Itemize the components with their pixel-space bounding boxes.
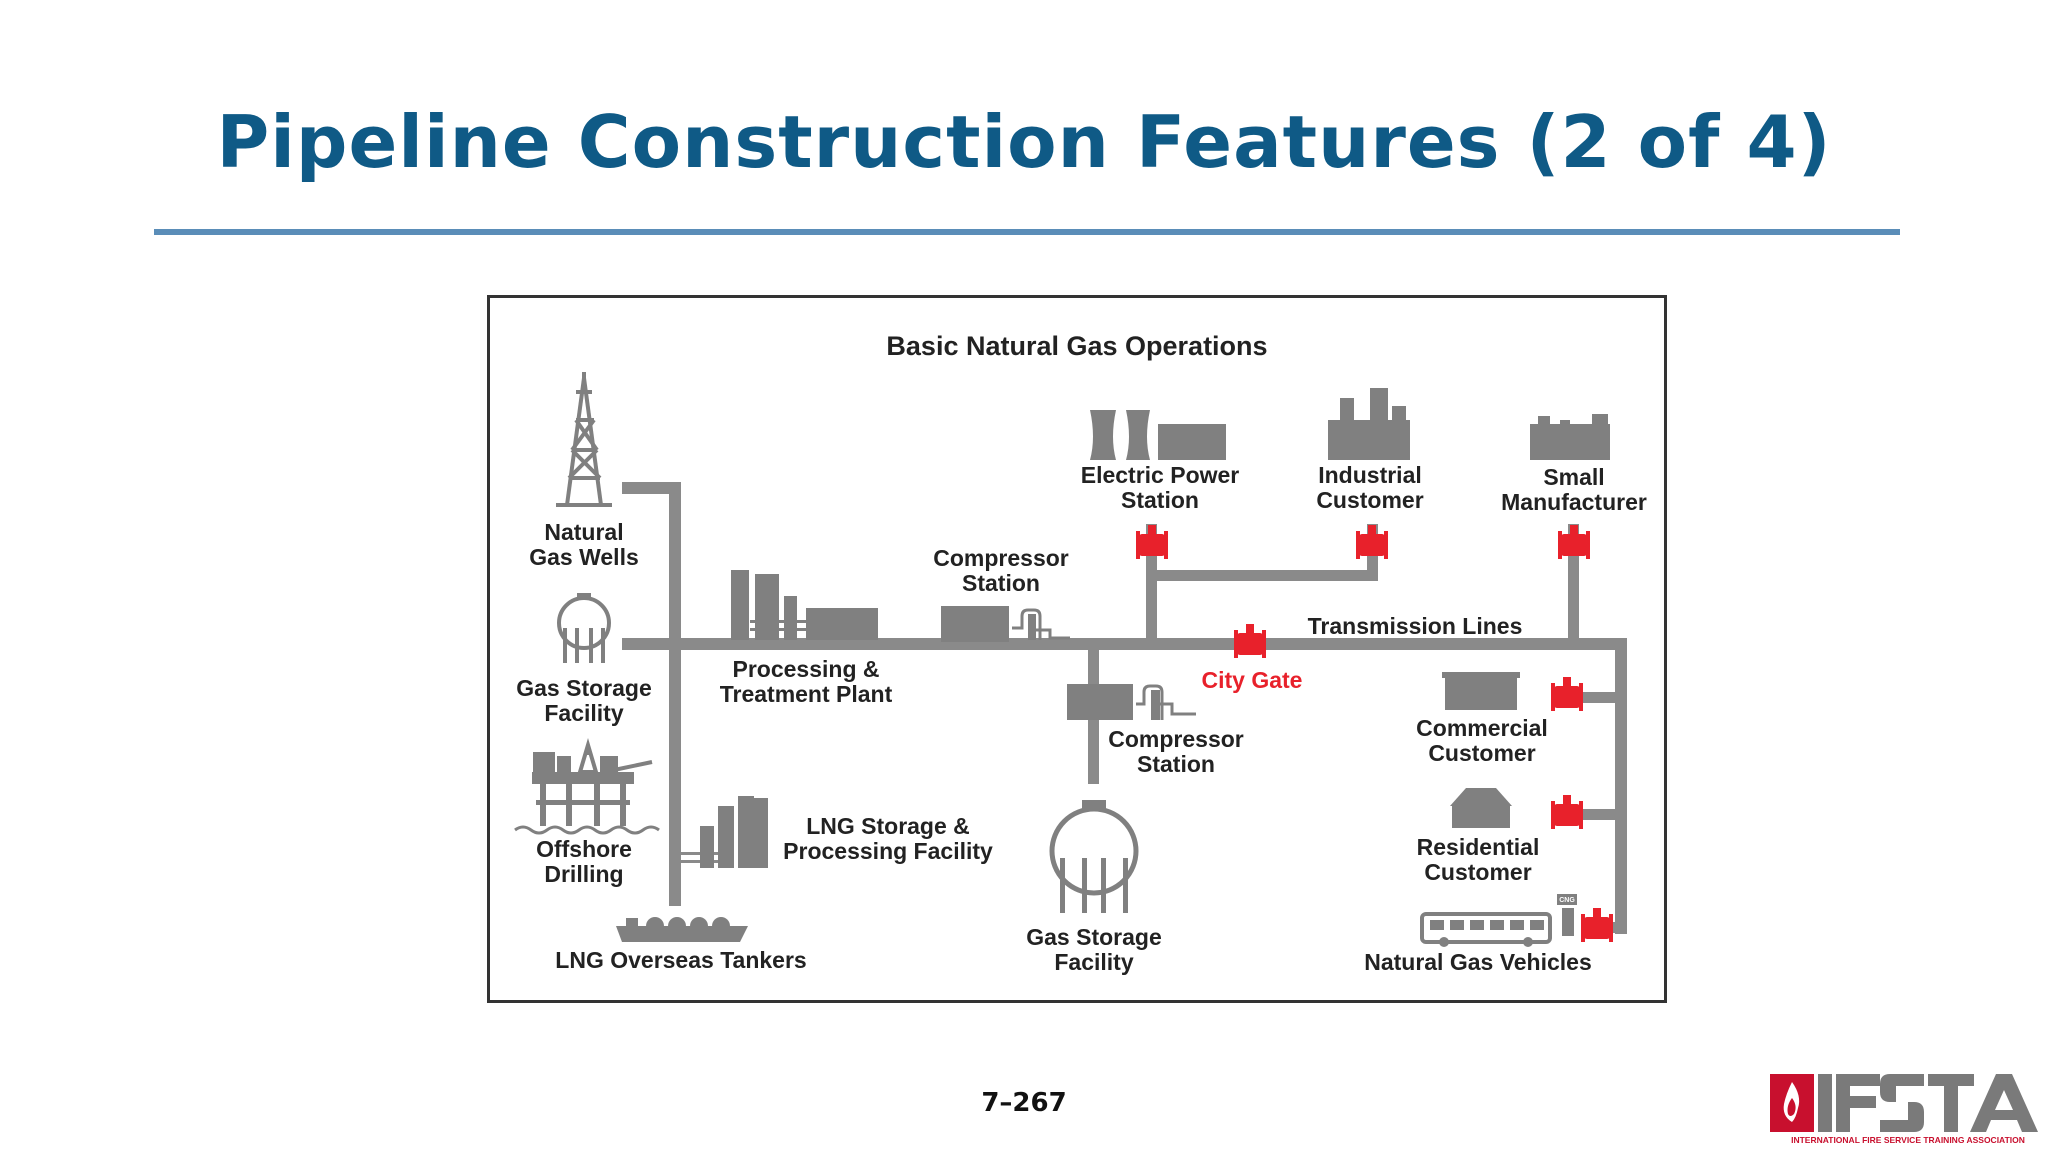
label-gas-storage-left-2: Facility <box>544 700 623 726</box>
page-number: 7–267 <box>981 1088 1067 1118</box>
offshore-drilling-icon <box>514 737 660 835</box>
label-industrial-2: Customer <box>1316 487 1423 513</box>
lng-tanker-icon <box>616 917 748 942</box>
valve-electric-power-icon <box>1136 525 1168 559</box>
valve-small-manufacturer-icon <box>1558 525 1590 559</box>
compressor-station-bottom-icon <box>1067 684 1196 720</box>
label-compressor-top-1: Compressor <box>933 545 1069 571</box>
cng-sign-text: CNG <box>1559 897 1575 904</box>
label-transmission-lines: Transmission Lines <box>1308 613 1523 639</box>
valve-vehicles-icon <box>1581 908 1613 942</box>
label-compressor-bottom-1: Compressor <box>1108 726 1244 752</box>
label-compressor-bottom-2: Station <box>1137 751 1215 777</box>
valve-residential-icon <box>1551 795 1583 829</box>
label-processing-plant-1: Processing & <box>733 656 880 682</box>
label-offshore-drilling-1: Offshore <box>536 836 632 862</box>
natural-gas-vehicles-icon: CNG <box>1420 894 1577 947</box>
industrial-customer-icon <box>1328 388 1410 460</box>
gas-storage-left-icon <box>557 593 611 663</box>
label-commercial-1: Commercial <box>1416 715 1548 741</box>
label-small-manufacturer-1: Small <box>1543 464 1604 490</box>
title-divider <box>154 229 1900 235</box>
label-residential-1: Residential <box>1417 834 1540 860</box>
label-offshore-drilling-2: Drilling <box>544 861 623 887</box>
diagram-title: Basic Natural Gas Operations <box>886 331 1267 361</box>
compressor-station-top-icon <box>941 606 1070 642</box>
lng-storage-icon <box>700 796 768 868</box>
label-electric-power-2: Station <box>1121 487 1199 513</box>
label-processing-plant-2: Treatment Plant <box>720 681 893 707</box>
label-electric-power-1: Electric Power <box>1081 462 1240 488</box>
label-gas-storage-bottom-2: Facility <box>1054 949 1133 975</box>
valve-industrial-icon <box>1356 525 1388 559</box>
label-lng-storage-1: LNG Storage & <box>806 813 970 839</box>
label-industrial-1: Industrial <box>1318 462 1422 488</box>
electric-power-station-icon <box>1090 410 1226 460</box>
label-compressor-top-2: Station <box>962 570 1040 596</box>
label-natural-gas-wells-2: Gas Wells <box>529 544 639 570</box>
ifsta-logo: INTERNATIONAL FIRE SERVICE TRAINING ASSO… <box>1770 1074 2038 1145</box>
label-lng-storage-2: Processing Facility <box>783 838 993 864</box>
label-natural-gas-wells-1: Natural <box>544 519 623 545</box>
gas-storage-bottom-icon <box>1049 800 1139 913</box>
label-gas-storage-bottom-1: Gas Storage <box>1026 924 1162 950</box>
label-gas-storage-left-1: Gas Storage <box>516 675 652 701</box>
logo-subtitle: INTERNATIONAL FIRE SERVICE TRAINING ASSO… <box>1791 1135 2025 1145</box>
commercial-customer-icon <box>1442 672 1520 710</box>
small-manufacturer-icon <box>1530 414 1610 460</box>
label-small-manufacturer-2: Manufacturer <box>1501 489 1647 515</box>
valve-city-gate-icon <box>1234 624 1266 658</box>
label-residential-2: Customer <box>1424 859 1531 885</box>
residential-customer-icon <box>1450 788 1512 828</box>
natural-gas-wells-icon <box>556 372 612 507</box>
pipeline-network <box>622 482 1627 934</box>
label-ngv: Natural Gas Vehicles <box>1364 949 1592 975</box>
processing-plant-icon <box>731 570 878 640</box>
slide-title: Pipeline Construction Features (2 of 4) <box>216 100 1832 184</box>
label-lng-tankers: LNG Overseas Tankers <box>555 947 806 973</box>
label-city-gate: City Gate <box>1202 667 1303 693</box>
valve-commercial-icon <box>1551 677 1583 711</box>
label-commercial-2: Customer <box>1428 740 1535 766</box>
